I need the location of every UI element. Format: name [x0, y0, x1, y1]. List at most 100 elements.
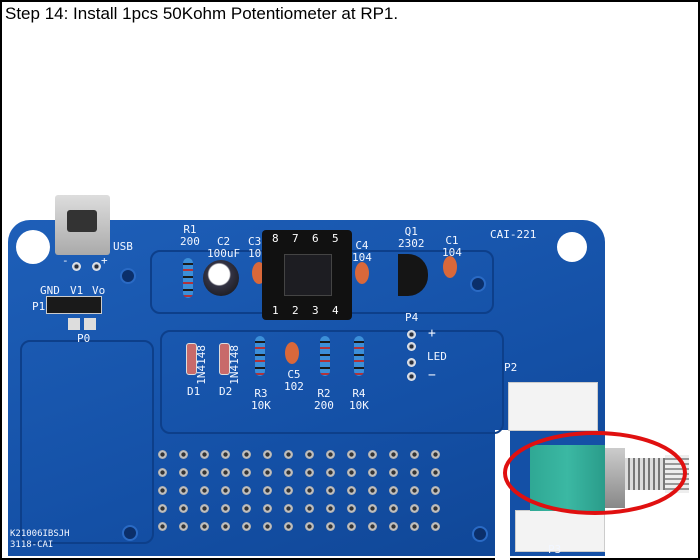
capacitor-c4 [355, 262, 369, 284]
ic-pin-label: 5 [332, 232, 339, 245]
label-led: LED [427, 350, 447, 363]
label-led-minus: − [428, 368, 436, 383]
label-usb-minus: - [62, 254, 69, 267]
perf-hole [221, 504, 230, 513]
ic-pin-label: 6 [312, 232, 319, 245]
label-r4: R4 10K [349, 387, 369, 412]
perf-hole [284, 522, 293, 531]
pad [92, 262, 101, 271]
perf-hole [263, 504, 272, 513]
perf-hole [389, 504, 398, 513]
ic-chip [284, 254, 332, 296]
highlight-ellipse [503, 431, 687, 515]
label-vo: Vo [92, 284, 106, 297]
perf-hole [200, 486, 209, 495]
pad-led-plus [407, 330, 416, 339]
perf-hole [158, 504, 167, 513]
perf-hole [284, 486, 293, 495]
diode-d2 [219, 343, 230, 375]
trace [160, 330, 504, 434]
pad-p0 [68, 318, 80, 330]
perf-hole [221, 468, 230, 477]
label-serial: K21006IBSJH 3118-CAI [10, 529, 70, 550]
trace [20, 340, 154, 544]
perf-hole [410, 504, 419, 513]
potentiometer-body [530, 445, 605, 511]
perf-hole [410, 450, 419, 459]
connector-p3 [515, 510, 605, 552]
label-p0: P0 [77, 332, 91, 345]
perf-hole [368, 468, 377, 477]
pad [72, 262, 81, 271]
perf-hole [431, 450, 440, 459]
via [120, 268, 136, 284]
ic-pin-label: 4 [332, 304, 339, 317]
perf-hole [368, 522, 377, 531]
label-p1: P1 [32, 300, 46, 313]
perf-hole [242, 468, 251, 477]
perf-hole [158, 450, 167, 459]
mounting-hole [16, 230, 50, 264]
perf-hole [326, 504, 335, 513]
label-c4: C4 104 [352, 239, 372, 264]
label-c2: C2 100uF [207, 235, 241, 260]
label-board-model: CAI-221 [490, 228, 537, 241]
ic-pin-label: 8 [272, 232, 279, 245]
via [122, 525, 138, 541]
perf-hole [347, 486, 356, 495]
resistor-r3 [255, 336, 265, 376]
perf-hole [431, 522, 440, 531]
label-p3: P3 [548, 543, 562, 556]
mounting-hole [557, 232, 587, 262]
perf-hole [305, 468, 314, 477]
resistor-r4 [354, 336, 364, 376]
ic-socket: 8 7 6 5 1 2 3 4 [262, 230, 352, 320]
label-q1: Q1 2302 [398, 225, 425, 250]
perf-hole [347, 522, 356, 531]
label-c5: C5 102 [284, 368, 304, 393]
perf-hole [263, 486, 272, 495]
perf-hole [326, 468, 335, 477]
perf-hole [368, 450, 377, 459]
label-c3: C3 10 [248, 235, 262, 260]
resistor-r1 [183, 258, 193, 298]
label-r1: R1 200 [180, 223, 200, 248]
ic-pin-label: 3 [312, 304, 319, 317]
perfboard-area [158, 450, 452, 540]
label-led-plus: + [428, 326, 436, 341]
perf-hole [410, 486, 419, 495]
label-usb: USB [113, 240, 133, 253]
perf-hole [242, 522, 251, 531]
pad-led-minus [407, 372, 416, 381]
perf-hole [347, 450, 356, 459]
label-usb-plus: + [101, 254, 108, 267]
perf-hole [431, 486, 440, 495]
perf-hole [368, 486, 377, 495]
perf-hole [305, 522, 314, 531]
perf-hole [410, 468, 419, 477]
connector-p2 [508, 382, 598, 431]
via [472, 526, 488, 542]
perf-hole [242, 450, 251, 459]
capacitor-c5 [285, 342, 299, 364]
label-p4: P4 [405, 311, 419, 324]
micro-usb-connector [55, 195, 110, 255]
label-v1: V1 [70, 284, 84, 297]
perf-hole [284, 504, 293, 513]
pad-p0 [84, 318, 96, 330]
ic-pin-label: 1 [272, 304, 279, 317]
pin-header-p1 [46, 296, 102, 314]
perf-hole [179, 468, 188, 477]
perf-hole [284, 468, 293, 477]
perf-hole [284, 450, 293, 459]
perf-hole [263, 450, 272, 459]
perf-hole [305, 486, 314, 495]
perf-hole [158, 468, 167, 477]
ic-pin-label: 2 [292, 304, 299, 317]
perf-hole [200, 468, 209, 477]
via [470, 276, 486, 292]
perf-hole [179, 486, 188, 495]
perf-hole [326, 522, 335, 531]
label-r3: R3 10K [251, 387, 271, 412]
